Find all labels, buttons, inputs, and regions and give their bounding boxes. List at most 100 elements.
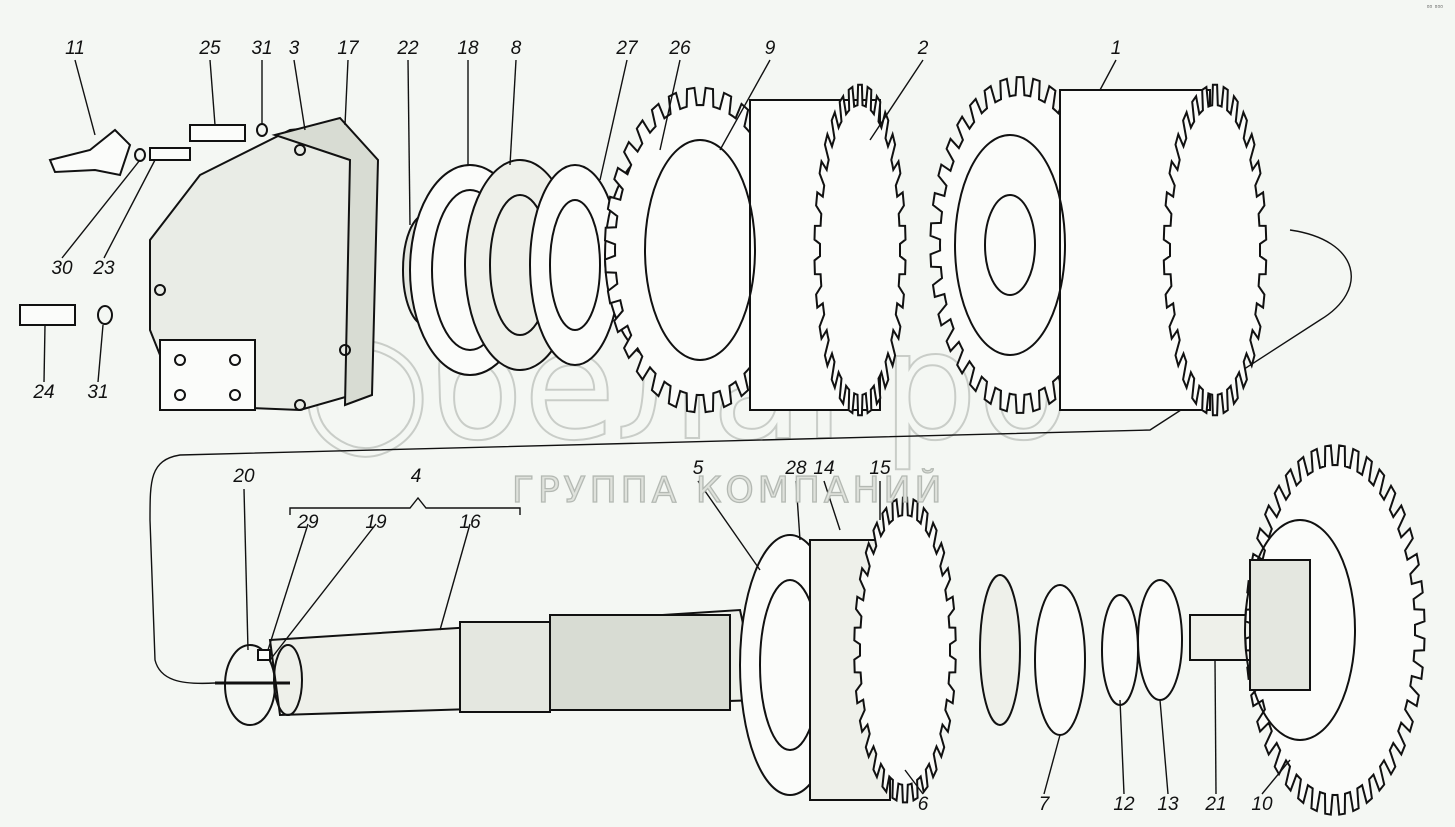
part-label-31b: 31 (87, 382, 109, 403)
bolt-hole (229, 354, 241, 366)
part-label-5: 5 (692, 458, 704, 479)
leader-line (407, 59, 411, 226)
gear-1-spline (984, 194, 1036, 296)
bracket-4 (289, 496, 521, 515)
part-label-16: 16 (459, 512, 481, 533)
bolt-23 (149, 147, 191, 161)
leader-line (719, 59, 771, 151)
part-label-7: 7 (1038, 794, 1050, 815)
part-label-3: 3 (288, 38, 300, 59)
part-label-8: 8 (510, 38, 522, 59)
leader-line (243, 488, 249, 651)
leader-line (103, 159, 156, 259)
leader-line (267, 523, 309, 651)
leader-line (697, 480, 761, 571)
part-label-20: 20 (233, 466, 255, 487)
gear-2-face (644, 139, 756, 361)
shaft-end (273, 644, 303, 716)
bolt-hole (174, 389, 186, 401)
bolt-24 (19, 304, 76, 326)
bushing-7 (1034, 584, 1086, 736)
bolt-hole (154, 284, 166, 296)
part-label-28: 28 (785, 458, 807, 479)
circlip-31 (97, 305, 113, 325)
part-label-17: 17 (337, 38, 359, 59)
part-label-23: 23 (93, 258, 115, 279)
bolt-hole (174, 354, 186, 366)
leader-line (74, 59, 96, 136)
leader-line (659, 59, 681, 151)
lock-washer-13 (1137, 579, 1183, 701)
part-label-24: 24 (33, 382, 55, 403)
part-label-19: 19 (365, 512, 387, 533)
gear-14 (853, 496, 957, 804)
leader-line (43, 324, 46, 383)
washer-30 (134, 148, 146, 162)
leader-line (1159, 699, 1169, 795)
bearing-27-inner (549, 199, 601, 331)
gear-2-rear (813, 83, 907, 417)
watermark-subtitle: ГРУППА КОМПАНИЙ (511, 469, 946, 511)
part-label-14: 14 (813, 458, 835, 479)
leader-line (599, 59, 628, 181)
part-label-1: 1 (1110, 38, 1122, 59)
leader-line (795, 480, 801, 541)
part-label-4: 4 (410, 466, 422, 487)
leader-line (269, 523, 377, 661)
washer-31 (256, 123, 268, 137)
part-label-29: 29 (297, 512, 319, 533)
gear-1-face (954, 134, 1066, 356)
lever-11 (48, 128, 132, 177)
gear-2-crown (603, 86, 797, 414)
bolt-hole (229, 389, 241, 401)
bolt-hole (294, 144, 306, 156)
part-label-12: 12 (1113, 794, 1135, 815)
leader-line (904, 769, 924, 795)
part-label-25: 25 (199, 38, 221, 59)
pin-29 (257, 649, 271, 661)
leader-line (869, 59, 924, 141)
part-label-18: 18 (457, 38, 479, 59)
shaft-spline-1 (459, 621, 551, 713)
leader-line (1119, 699, 1125, 795)
leader-line (344, 59, 349, 126)
leader-line (293, 59, 306, 131)
leader-line (823, 480, 841, 531)
corner-mark: ▫▫ ▫▫▫ (1426, 2, 1443, 11)
gear-10-spline (1249, 559, 1311, 691)
part-label-10: 10 (1251, 794, 1273, 815)
bolt-hole (294, 399, 306, 411)
shaft-spline-2 (549, 614, 731, 711)
part-label-2: 2 (917, 38, 929, 59)
part-label-9: 9 (764, 38, 776, 59)
leader-line (509, 59, 517, 166)
washer-12 (1101, 594, 1139, 706)
leader-line (1099, 59, 1117, 91)
part-label-15: 15 (869, 458, 891, 479)
part-label-21: 21 (1205, 794, 1227, 815)
leader-line (439, 523, 471, 631)
part-label-22: 22 (397, 38, 419, 59)
part-label-13: 13 (1157, 794, 1179, 815)
leader-line (97, 324, 104, 383)
leader-line (1261, 759, 1291, 795)
coupling (979, 574, 1021, 726)
gear-1-rear (1162, 83, 1268, 417)
leader-line (61, 159, 141, 259)
part-label-11: 11 (65, 38, 85, 59)
housing-flange (159, 339, 256, 411)
nut-21 (1189, 614, 1251, 661)
bolt-25 (189, 124, 246, 142)
leader-line (1043, 734, 1061, 795)
part-label-27: 27 (616, 38, 638, 59)
part-label-31: 31 (251, 38, 273, 59)
gasket-17 (271, 116, 380, 407)
connection-line (149, 229, 1352, 685)
leader-line (1214, 659, 1217, 795)
part-label-30: 30 (51, 258, 73, 279)
part-label-26: 26 (669, 38, 691, 59)
leader-line (209, 59, 216, 126)
gear-10-face (1244, 519, 1356, 741)
